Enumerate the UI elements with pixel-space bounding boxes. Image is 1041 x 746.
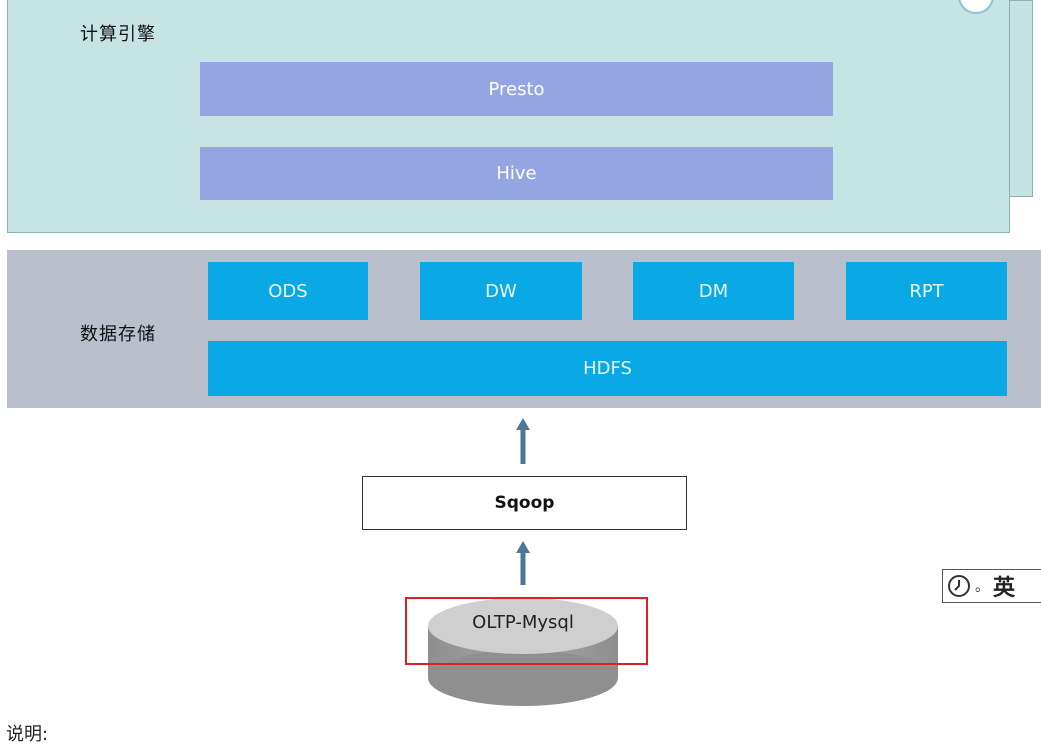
ime-language-toggle[interactable]: 英: [993, 576, 1016, 601]
ods-layer-box: ODS: [208, 262, 368, 320]
data-storage-label: 数据存储: [80, 324, 156, 345]
rpt-layer-box: RPT: [846, 262, 1007, 320]
hive-engine-bar: Hive: [200, 147, 833, 200]
presto-engine-bar: Presto: [200, 62, 833, 116]
compute-panel-shadow: [1008, 0, 1033, 197]
up-arrow-icon: [515, 541, 531, 585]
caption-text: 说明:: [6, 724, 49, 745]
hdfs-layer-box: HDFS: [208, 341, 1007, 396]
ime-toolbar[interactable]: 。 英: [942, 569, 1041, 603]
database-label: OLTP-Mysql: [472, 612, 574, 633]
ime-punctuation[interactable]: 。: [975, 579, 989, 595]
highlight-box: [405, 597, 648, 665]
dm-layer-box: DM: [633, 262, 794, 320]
ime-clock-icon[interactable]: [947, 574, 971, 598]
compute-engine-label: 计算引擎: [80, 24, 156, 45]
dw-layer-box: DW: [420, 262, 582, 320]
sqoop-box: Sqoop: [362, 476, 687, 530]
up-arrow-icon: [515, 418, 531, 464]
